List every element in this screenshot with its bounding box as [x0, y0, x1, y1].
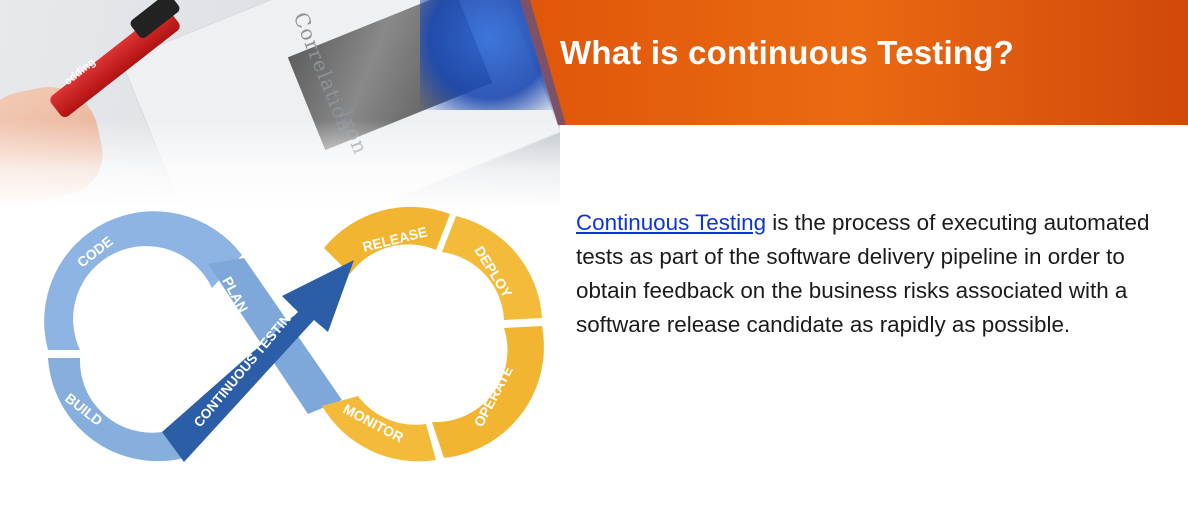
- continuous-testing-arrow: [162, 260, 354, 462]
- deploy-segment: [442, 216, 542, 320]
- photo-fade: [0, 120, 560, 205]
- monitor-segment: [322, 396, 436, 462]
- release-segment: [324, 206, 450, 274]
- continuous-testing-link[interactable]: Continuous Testing: [576, 210, 767, 235]
- build-segment: [48, 358, 184, 462]
- right-loop: [322, 206, 544, 462]
- operate-segment: [432, 326, 544, 458]
- body-text: is the process of executing automated te…: [576, 210, 1150, 337]
- header-photo: Correlation Iron edding: [0, 0, 560, 205]
- body-paragraph: Continuous Testing is the process of exe…: [576, 206, 1166, 342]
- code-segment: [44, 211, 242, 350]
- devops-infinity-diagram: CODE BUILD PLAN CONTINUOUS TESTING RELEA…: [44, 206, 544, 462]
- title-banner: [520, 0, 1188, 125]
- page-title: What is continuous Testing?: [560, 34, 1014, 71]
